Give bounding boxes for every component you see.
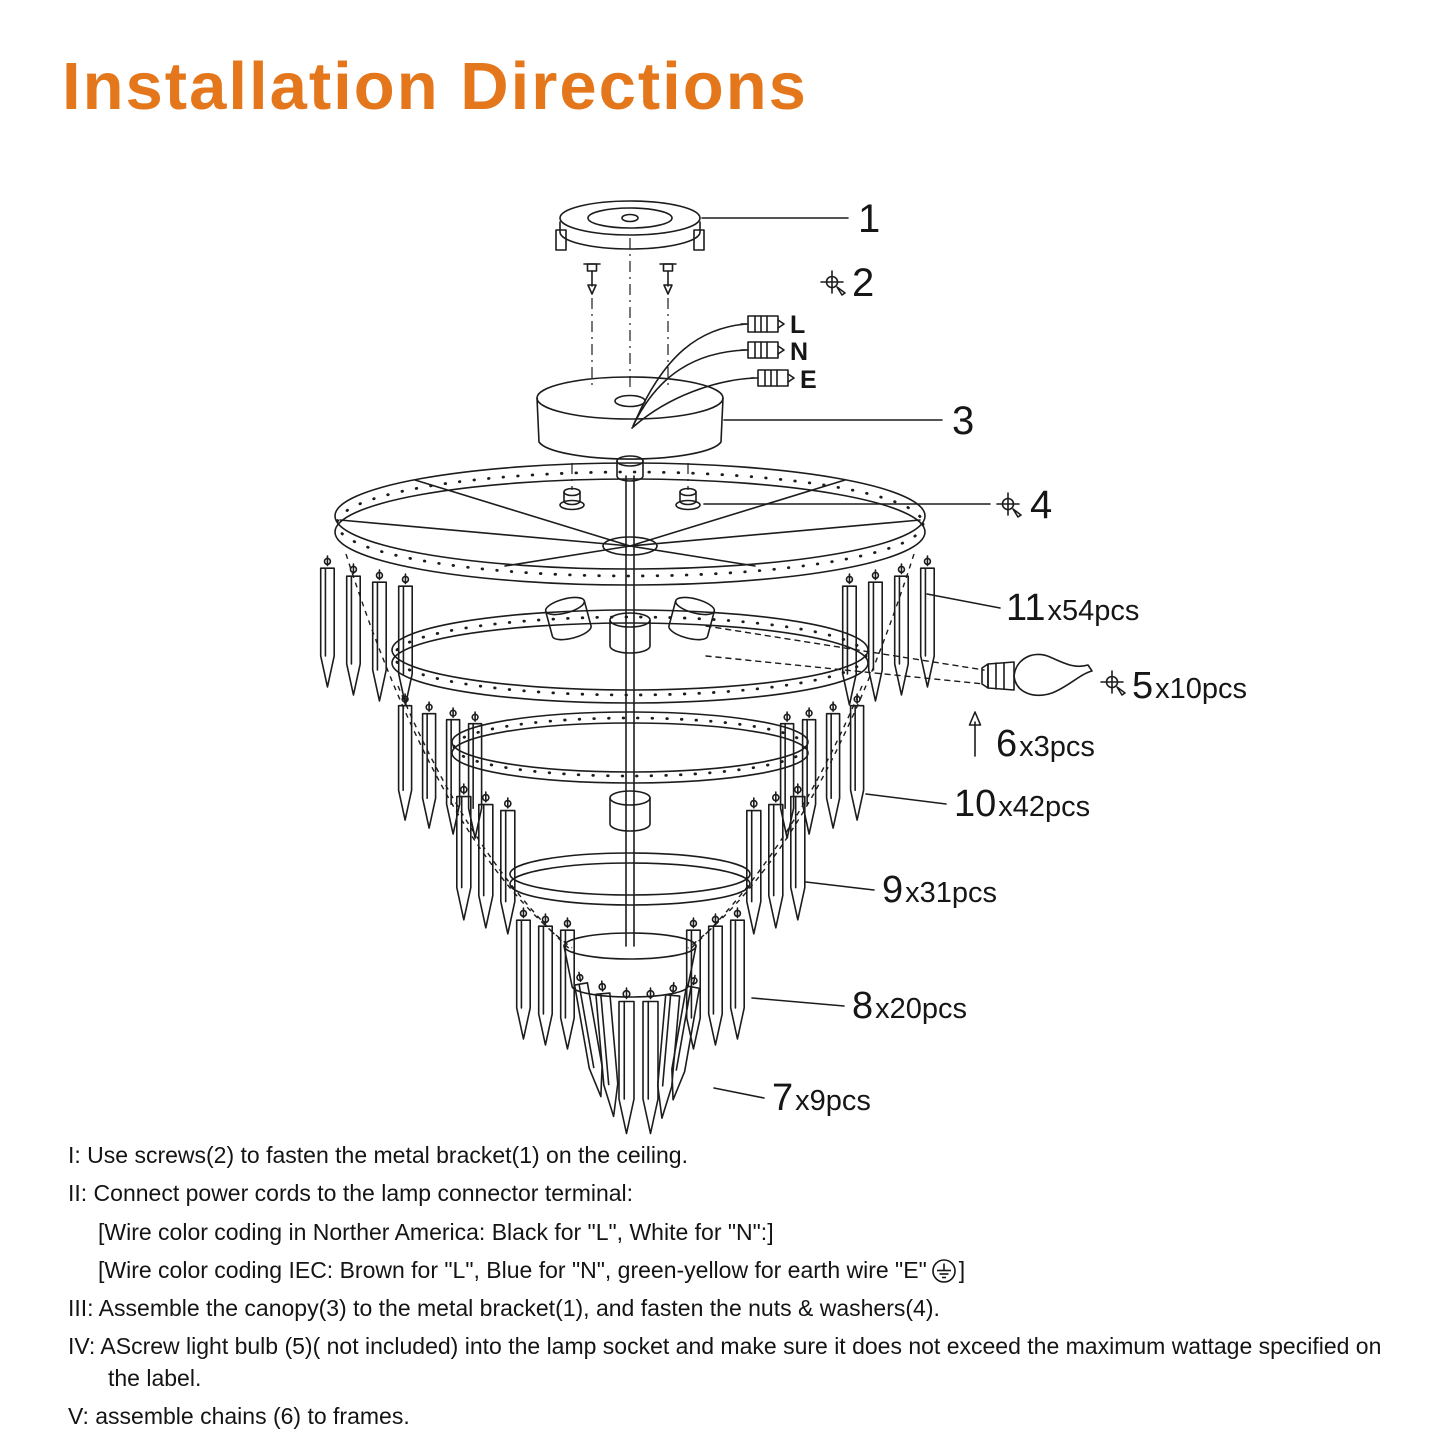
leader-lines (701, 217, 1001, 1099)
instruction-ii-iec-close: ] (958, 1256, 966, 1283)
instructions-list: I: Use screws(2) to fasten the metal bra… (68, 1140, 1398, 1445)
part-number: 1 (858, 197, 880, 241)
instruction-ii-iec-text: [Wire color coding IEC: Brown for "L", B… (98, 1256, 927, 1283)
screw-icon (996, 492, 1022, 518)
part-number: 5 (1132, 665, 1153, 707)
light-bulb (705, 625, 1093, 697)
part-qty: x20pcs (875, 993, 967, 1025)
crystal-row-7 (571, 970, 703, 1135)
part-qty: x3pcs (1019, 731, 1095, 763)
hanging-chains (345, 553, 915, 955)
part-number: 4 (1030, 483, 1052, 527)
part-label-9: 9x31pcs (882, 869, 997, 911)
part-label-3: 3 (952, 399, 974, 443)
earth-symbol-icon (931, 1258, 956, 1283)
instruction-vi: VI: Hang the crystals(7)(8)(9)(10)(11) o… (68, 1439, 1398, 1445)
crystal-row-11 (319, 554, 936, 707)
part-label-11: 11x54pcs (1006, 587, 1139, 629)
crystal-row-10 (397, 692, 865, 840)
wire-label-live: L (790, 311, 805, 339)
part-label-5: 5x10pcs (1132, 665, 1247, 707)
part-number: 6 (996, 723, 1017, 765)
part-label-6: 6x3pcs (996, 723, 1095, 765)
part-number: 10 (954, 783, 996, 825)
part-number: 3 (952, 399, 974, 443)
part-qty: x10pcs (1155, 673, 1247, 705)
part-qty: x54pcs (1047, 595, 1139, 627)
part-number: 9 (882, 869, 903, 911)
screw-icon (1100, 670, 1126, 696)
screw-icon (820, 270, 846, 296)
part-label-8: 8x20pcs (852, 985, 967, 1027)
power-wires (631, 315, 795, 429)
tier-frame-top (334, 462, 926, 586)
instruction-ii-iec: [Wire color coding IEC: Brown for "L", B… (98, 1255, 1398, 1286)
part-number: 2 (852, 261, 874, 305)
chandelier-exploded-diagram: L N E (319, 197, 1247, 1135)
part-label-7: 7x9pcs (772, 1077, 871, 1119)
part-label-4: 4 (1030, 483, 1052, 527)
tier-frame-fourth (509, 852, 751, 906)
chain-arrow (968, 711, 982, 757)
part-qty: x42pcs (998, 791, 1090, 823)
tier-frame-third (451, 711, 809, 784)
instruction-v: V: assemble chains (6) to frames. (68, 1402, 410, 1429)
instruction-ii-north-america: [Wire color coding in Norther America: B… (98, 1218, 774, 1245)
page-title: Installation Directions (62, 49, 808, 124)
instruction-ii: II: Connect power cords to the lamp conn… (68, 1180, 634, 1207)
part-label-2: 2 (852, 261, 874, 305)
wire-label-neutral: N (790, 338, 808, 366)
part-number: 11 (1006, 587, 1045, 629)
canopy (536, 376, 724, 482)
crystal-row-9 (455, 782, 806, 935)
part-labels: 1 2 3 4 11x54pcs 5x10pcs 6x3pcs 10x42pcs… (772, 197, 1247, 1119)
instruction-iv: IV: AScrew light bulb (5)( not included)… (68, 1333, 1382, 1391)
nuts-washers (559, 487, 701, 511)
tier-frame-second (391, 609, 869, 704)
alignment-lines (571, 238, 689, 490)
instruction-iii: III: Assemble the canopy(3) to the metal… (68, 1295, 940, 1322)
part-label-1: 1 (858, 197, 880, 241)
instruction-i: I: Use screws(2) to fasten the metal bra… (68, 1142, 688, 1168)
part-number: 8 (852, 985, 873, 1027)
part-qty: x31pcs (905, 877, 997, 909)
part-number: 7 (772, 1077, 793, 1119)
part-qty: x9pcs (795, 1085, 871, 1117)
part-label-10: 10x42pcs (954, 783, 1090, 825)
diagram-area: L N E (0, 158, 1445, 1163)
wire-label-earth: E (800, 366, 817, 394)
